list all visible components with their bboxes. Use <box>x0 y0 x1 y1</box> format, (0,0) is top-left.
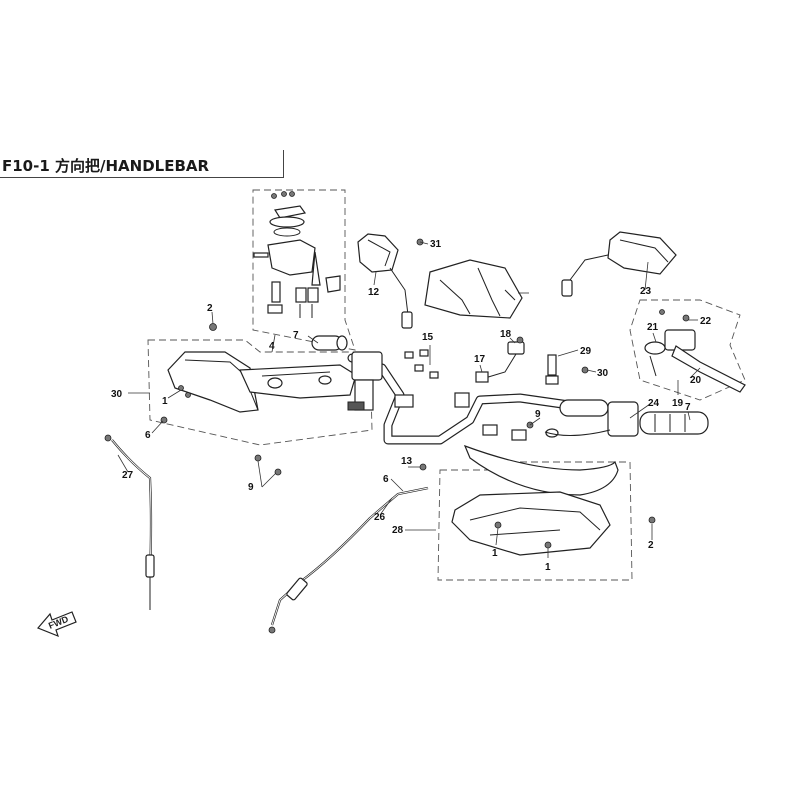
callout-label: 12 <box>368 287 380 298</box>
callout-label: 6 <box>383 474 389 485</box>
callout-label: 30 <box>111 389 123 400</box>
master-cylinder-group-outline <box>252 189 356 351</box>
master-cylinder-assembly <box>253 191 341 318</box>
callout-label: 17 <box>474 354 486 365</box>
throttle-cable-left <box>104 434 155 610</box>
callout-label: 2 <box>207 303 213 314</box>
callout-label: 2 <box>648 540 654 551</box>
callout-label: 1 <box>492 548 498 559</box>
callout-label: 19 <box>672 398 684 409</box>
callout-label: 9 <box>535 409 541 420</box>
small-hardware <box>404 336 559 441</box>
left-mirror <box>357 233 413 329</box>
callout-label: 15 <box>422 332 434 343</box>
callout-label: 29 <box>580 346 592 357</box>
callout-label: 7 <box>685 402 691 413</box>
callout-label: 9 <box>248 482 254 493</box>
handlebar-pad <box>424 259 523 319</box>
callout-label: 31 <box>430 239 442 250</box>
callout-label: 1 <box>162 396 168 407</box>
right-handguard <box>451 444 619 556</box>
callout-label: 22 <box>700 316 712 327</box>
right-lever-assembly <box>644 309 746 393</box>
callout-label: 27 <box>122 470 134 481</box>
callout-label: 30 <box>597 368 609 379</box>
callout-label: 28 <box>392 525 404 536</box>
callout-label: 1 <box>545 562 551 573</box>
callout-label: 20 <box>690 375 702 386</box>
title-block: F10-1 方向把/HANDLEBAR <box>0 150 285 180</box>
callout-label: 18 <box>500 329 512 340</box>
title-underline <box>0 177 283 178</box>
callout-label: 23 <box>640 286 652 297</box>
brake-cable <box>268 486 429 634</box>
title-divider <box>283 150 284 178</box>
callout-labels: 2 1 6 30 9 4 7 12 31 15 17 18 29 30 9 13… <box>111 239 712 573</box>
forward-arrow-icon: FWD <box>36 611 77 638</box>
right-mirror <box>561 231 677 297</box>
diagram-title: F10-1 方向把/HANDLEBAR <box>2 157 210 175</box>
callout-label: 6 <box>145 430 151 441</box>
leader-lines <box>117 241 701 558</box>
handlebar <box>347 353 595 445</box>
callout-label: 26 <box>374 512 386 523</box>
right-grip-throttle <box>544 399 709 437</box>
callout-label: 24 <box>648 398 660 409</box>
callout-label: 21 <box>647 322 659 333</box>
callout-label: 13 <box>401 456 413 467</box>
callout-label: 7 <box>293 330 299 341</box>
left-handguard <box>167 351 357 413</box>
left-control-clamp <box>311 335 414 411</box>
callout-label: 4 <box>269 341 275 352</box>
